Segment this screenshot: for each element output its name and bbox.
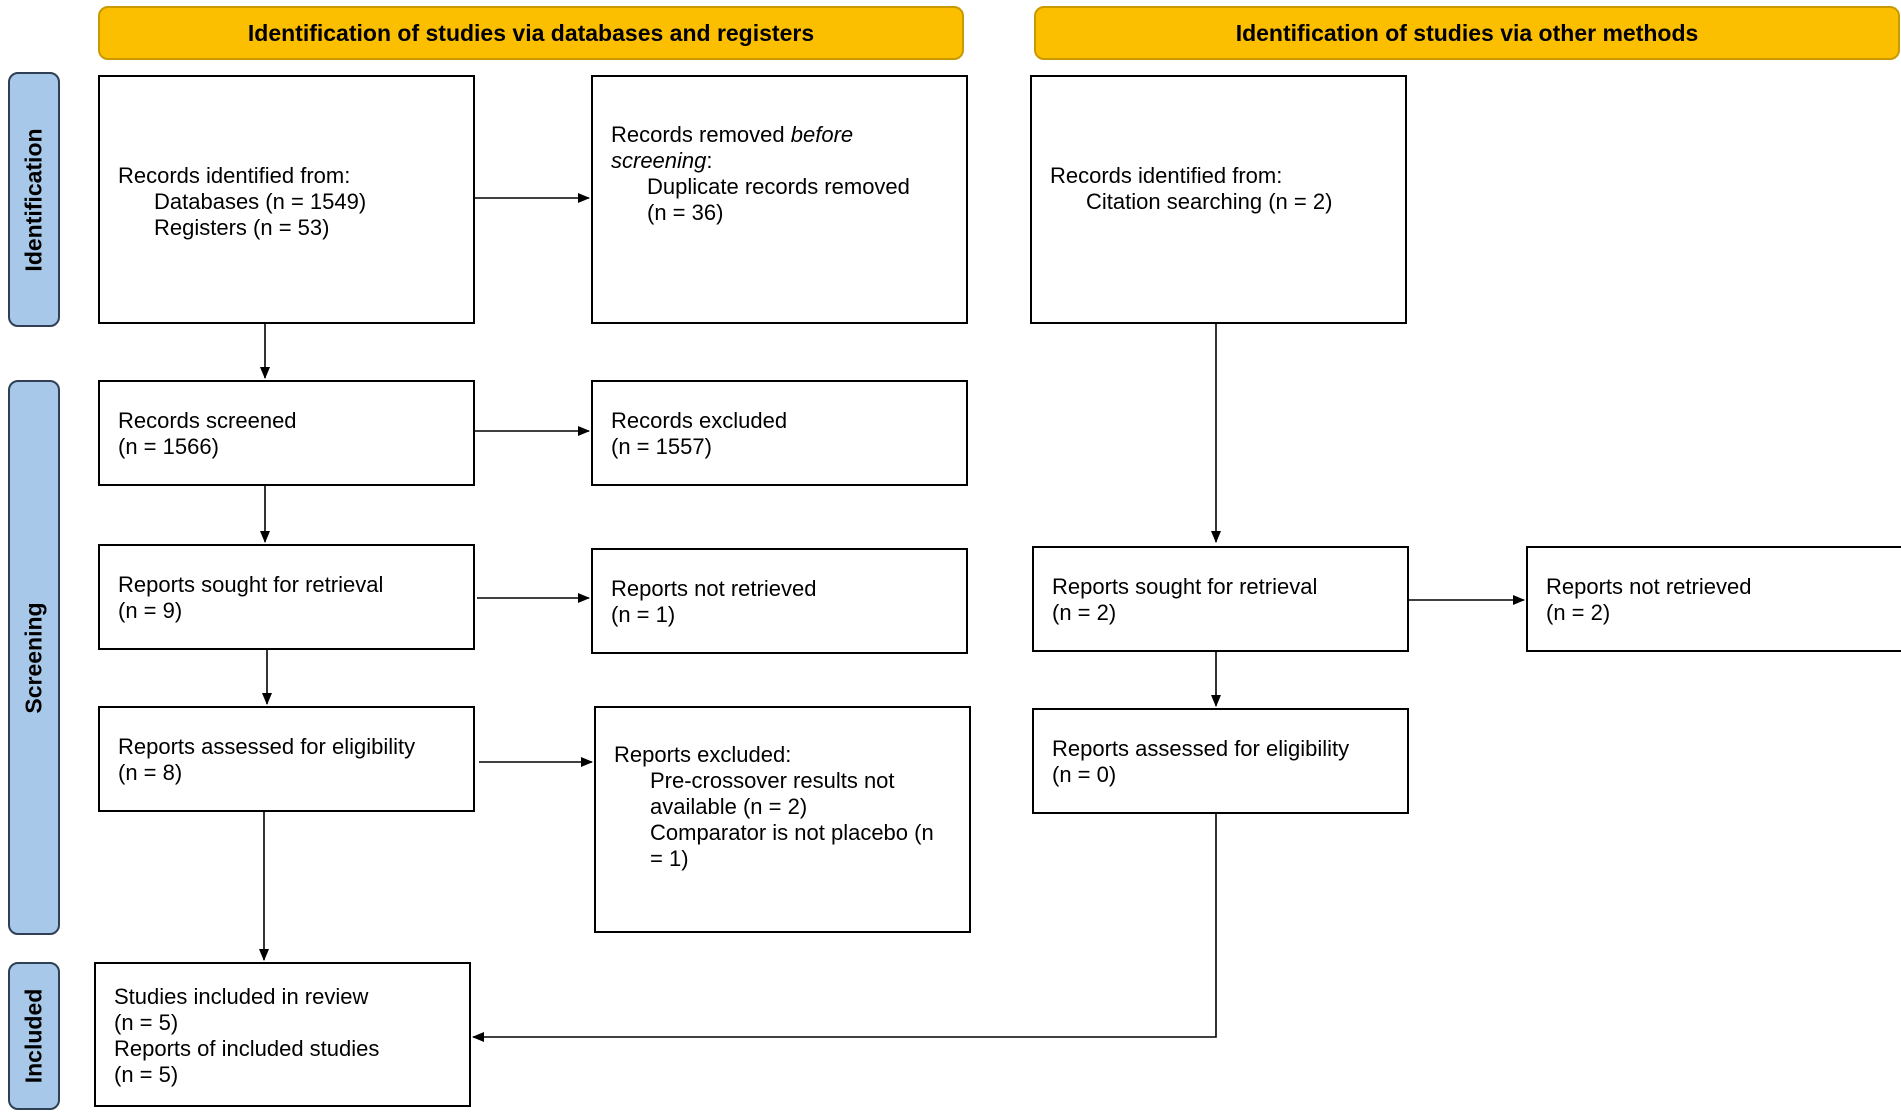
header-databases-registers: Identification of studies via databases …	[98, 6, 964, 60]
phase-screening: Screening	[8, 380, 60, 935]
records-identified-title: Records identified from:	[118, 163, 351, 188]
header-other-methods-label: Identification of studies via other meth…	[1235, 19, 1699, 46]
records-excluded-box: Records excluded (n = 1557)	[591, 380, 968, 486]
other-reports-assessed-title: Reports assessed for eligibility	[1052, 736, 1350, 761]
other-reports-sought-title: Reports sought for retrieval	[1052, 574, 1318, 599]
registers-count: Registers (n = 53)	[154, 215, 330, 240]
records-identified-box: Records identified from: Databases (n = …	[98, 75, 475, 324]
reports-assessed-box: Reports assessed for eligibility (n = 8)	[98, 706, 475, 812]
reports-not-retrieved-box: Reports not retrieved (n = 1)	[591, 548, 968, 654]
reports-excluded-reason-1b: available (n = 2)	[650, 794, 808, 819]
records-removed-colon: :	[706, 148, 713, 173]
arrow-other-assessed-to-included	[472, 814, 1217, 1042]
other-reports-not-retrieved-box: Reports not retrieved (n = 2)	[1526, 546, 1901, 652]
records-removed-before: before	[790, 122, 854, 147]
records-excluded-count: (n = 1557)	[611, 434, 712, 459]
studies-included-count: (n = 5)	[114, 1010, 179, 1035]
records-removed-title: Records removed before	[611, 122, 956, 148]
records-removed-screening: screening	[611, 148, 707, 173]
phase-identification: Identification	[8, 72, 60, 327]
reports-sought-box: Reports sought for retrieval (n = 9)	[98, 544, 475, 650]
reports-excluded-box: Reports excluded: Pre-crossover results …	[594, 706, 971, 933]
reports-included-count: (n = 5)	[114, 1062, 179, 1087]
reports-sought-count: (n = 9)	[118, 598, 183, 623]
other-reports-assessed-box: Reports assessed for eligibility (n = 0)	[1032, 708, 1409, 814]
reports-included-title: Reports of included studies	[114, 1036, 380, 1061]
header-databases-registers-label: Identification of studies via databases …	[247, 19, 815, 46]
other-reports-sought-count: (n = 2)	[1052, 600, 1117, 625]
other-reports-sought-box: Reports sought for retrieval (n = 2)	[1032, 546, 1409, 652]
reports-assessed-count: (n = 8)	[118, 760, 183, 785]
records-removed-title-2: screening:	[611, 148, 956, 174]
other-records-identified-title: Records identified from:	[1050, 163, 1283, 188]
other-records-identified-box: Records identified from: Citation search…	[1030, 75, 1407, 324]
reports-sought-title: Reports sought for retrieval	[118, 572, 384, 597]
reports-not-retrieved-title: Reports not retrieved	[611, 576, 817, 601]
studies-included-box: Studies included in review (n = 5) Repor…	[94, 962, 471, 1107]
reports-excluded-reason-2a: Comparator is not placebo (n	[650, 820, 934, 845]
duplicate-records-count: (n = 36)	[647, 200, 724, 225]
records-excluded-title: Records excluded	[611, 408, 788, 433]
studies-included-title: Studies included in review	[114, 984, 369, 1009]
other-reports-assessed-count: (n = 0)	[1052, 762, 1117, 787]
phase-included: Included	[8, 962, 60, 1110]
databases-count: Databases (n = 1549)	[154, 189, 367, 214]
citation-searching-count: Citation searching (n = 2)	[1086, 189, 1333, 214]
records-screened-count: (n = 1566)	[118, 434, 219, 459]
records-screened-title: Records screened	[118, 408, 297, 433]
reports-assessed-title: Reports assessed for eligibility	[118, 734, 416, 759]
reports-excluded-reason-1a: Pre-crossover results not	[650, 768, 895, 793]
records-removed-box: Records removed before screening: Duplic…	[591, 75, 968, 324]
reports-excluded-reason-2b: = 1)	[650, 846, 689, 871]
duplicate-records-removed: Duplicate records removed	[647, 174, 910, 199]
records-screened-box: Records screened (n = 1566)	[98, 380, 475, 486]
reports-not-retrieved-count: (n = 1)	[611, 602, 676, 627]
records-removed-prefix: Records removed	[611, 122, 791, 147]
header-other-methods: Identification of studies via other meth…	[1034, 6, 1900, 60]
other-reports-not-retrieved-title: Reports not retrieved	[1546, 574, 1752, 599]
other-reports-not-retrieved-count: (n = 2)	[1546, 600, 1611, 625]
reports-excluded-title: Reports excluded:	[614, 742, 792, 767]
